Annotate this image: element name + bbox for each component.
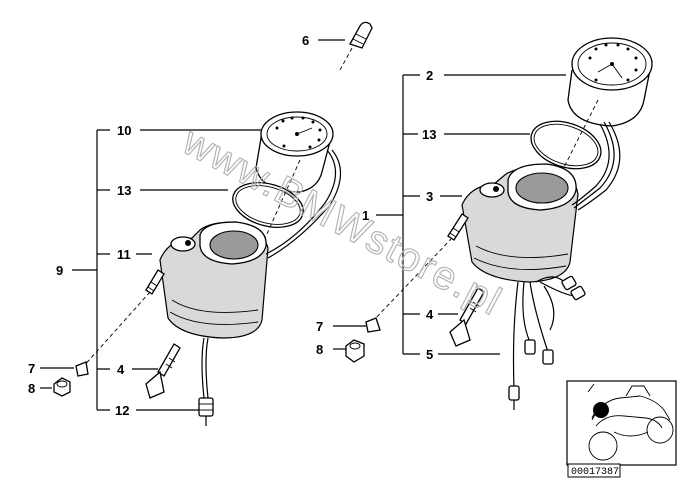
- gauge-cable-left-2: [265, 149, 337, 255]
- seal-ring-left: [232, 182, 304, 228]
- callout-7-left: 7: [28, 361, 35, 376]
- gauge-cable-right-2: [571, 123, 610, 206]
- callout-7-right: 7: [316, 319, 323, 334]
- callout-3: 3: [426, 189, 433, 204]
- sensor-plug-left: [198, 397, 214, 426]
- washer-left: [75, 361, 89, 377]
- sensor-cable-left: [201, 337, 205, 399]
- stud-axis-right: [371, 237, 453, 323]
- callout-12: 12: [115, 403, 129, 418]
- gauge-cable-left: [267, 149, 342, 259]
- callout-8-right: 8: [316, 342, 323, 357]
- callout-1: 1: [362, 208, 369, 223]
- callout-8-left: 8: [28, 381, 35, 396]
- motorcycle-thumbnail: 00017387: [566, 380, 677, 478]
- stud-axis-left: [81, 291, 151, 369]
- washer-right: [365, 317, 381, 333]
- gauge-cable-right: [573, 121, 615, 209]
- stud-left: [145, 269, 165, 295]
- screw-left: [145, 343, 181, 399]
- callout-10: 10: [117, 123, 131, 138]
- callout-6: 6: [302, 33, 309, 48]
- callout-4-left: 4: [117, 362, 125, 377]
- seal-ring-right: [530, 120, 602, 170]
- screw-right: [449, 287, 485, 347]
- nut-right: [345, 339, 365, 363]
- right-assembly: 6 2 13 3 1 4 7 5 8: [302, 21, 653, 410]
- motorcycle-icon: [587, 383, 674, 461]
- callout-11: 11: [117, 247, 131, 262]
- instrument-gauge-right: [567, 37, 653, 127]
- wiring-harness: [508, 275, 586, 410]
- bulb: [339, 21, 373, 71]
- reference-number: 00017387: [571, 467, 619, 478]
- left-assembly: 10 13 11 9 7 4 8 12: [28, 111, 342, 426]
- callout-13-right: 13: [422, 127, 436, 142]
- gauge-cable-right-3: [577, 121, 621, 211]
- callout-4-right: 4: [426, 307, 434, 322]
- axis-line-left: [261, 159, 301, 246]
- housing-right: [461, 163, 579, 283]
- instrument-gauge-left: [255, 111, 334, 193]
- callout-9: 9: [56, 263, 63, 278]
- stud-right: [447, 213, 469, 241]
- housing-left: [159, 221, 269, 339]
- nut-left: [53, 377, 71, 397]
- callout-13-left: 13: [117, 183, 131, 198]
- callout-2: 2: [426, 68, 433, 83]
- callout-5: 5: [426, 347, 433, 362]
- sensor-cable-left-2: [205, 337, 209, 399]
